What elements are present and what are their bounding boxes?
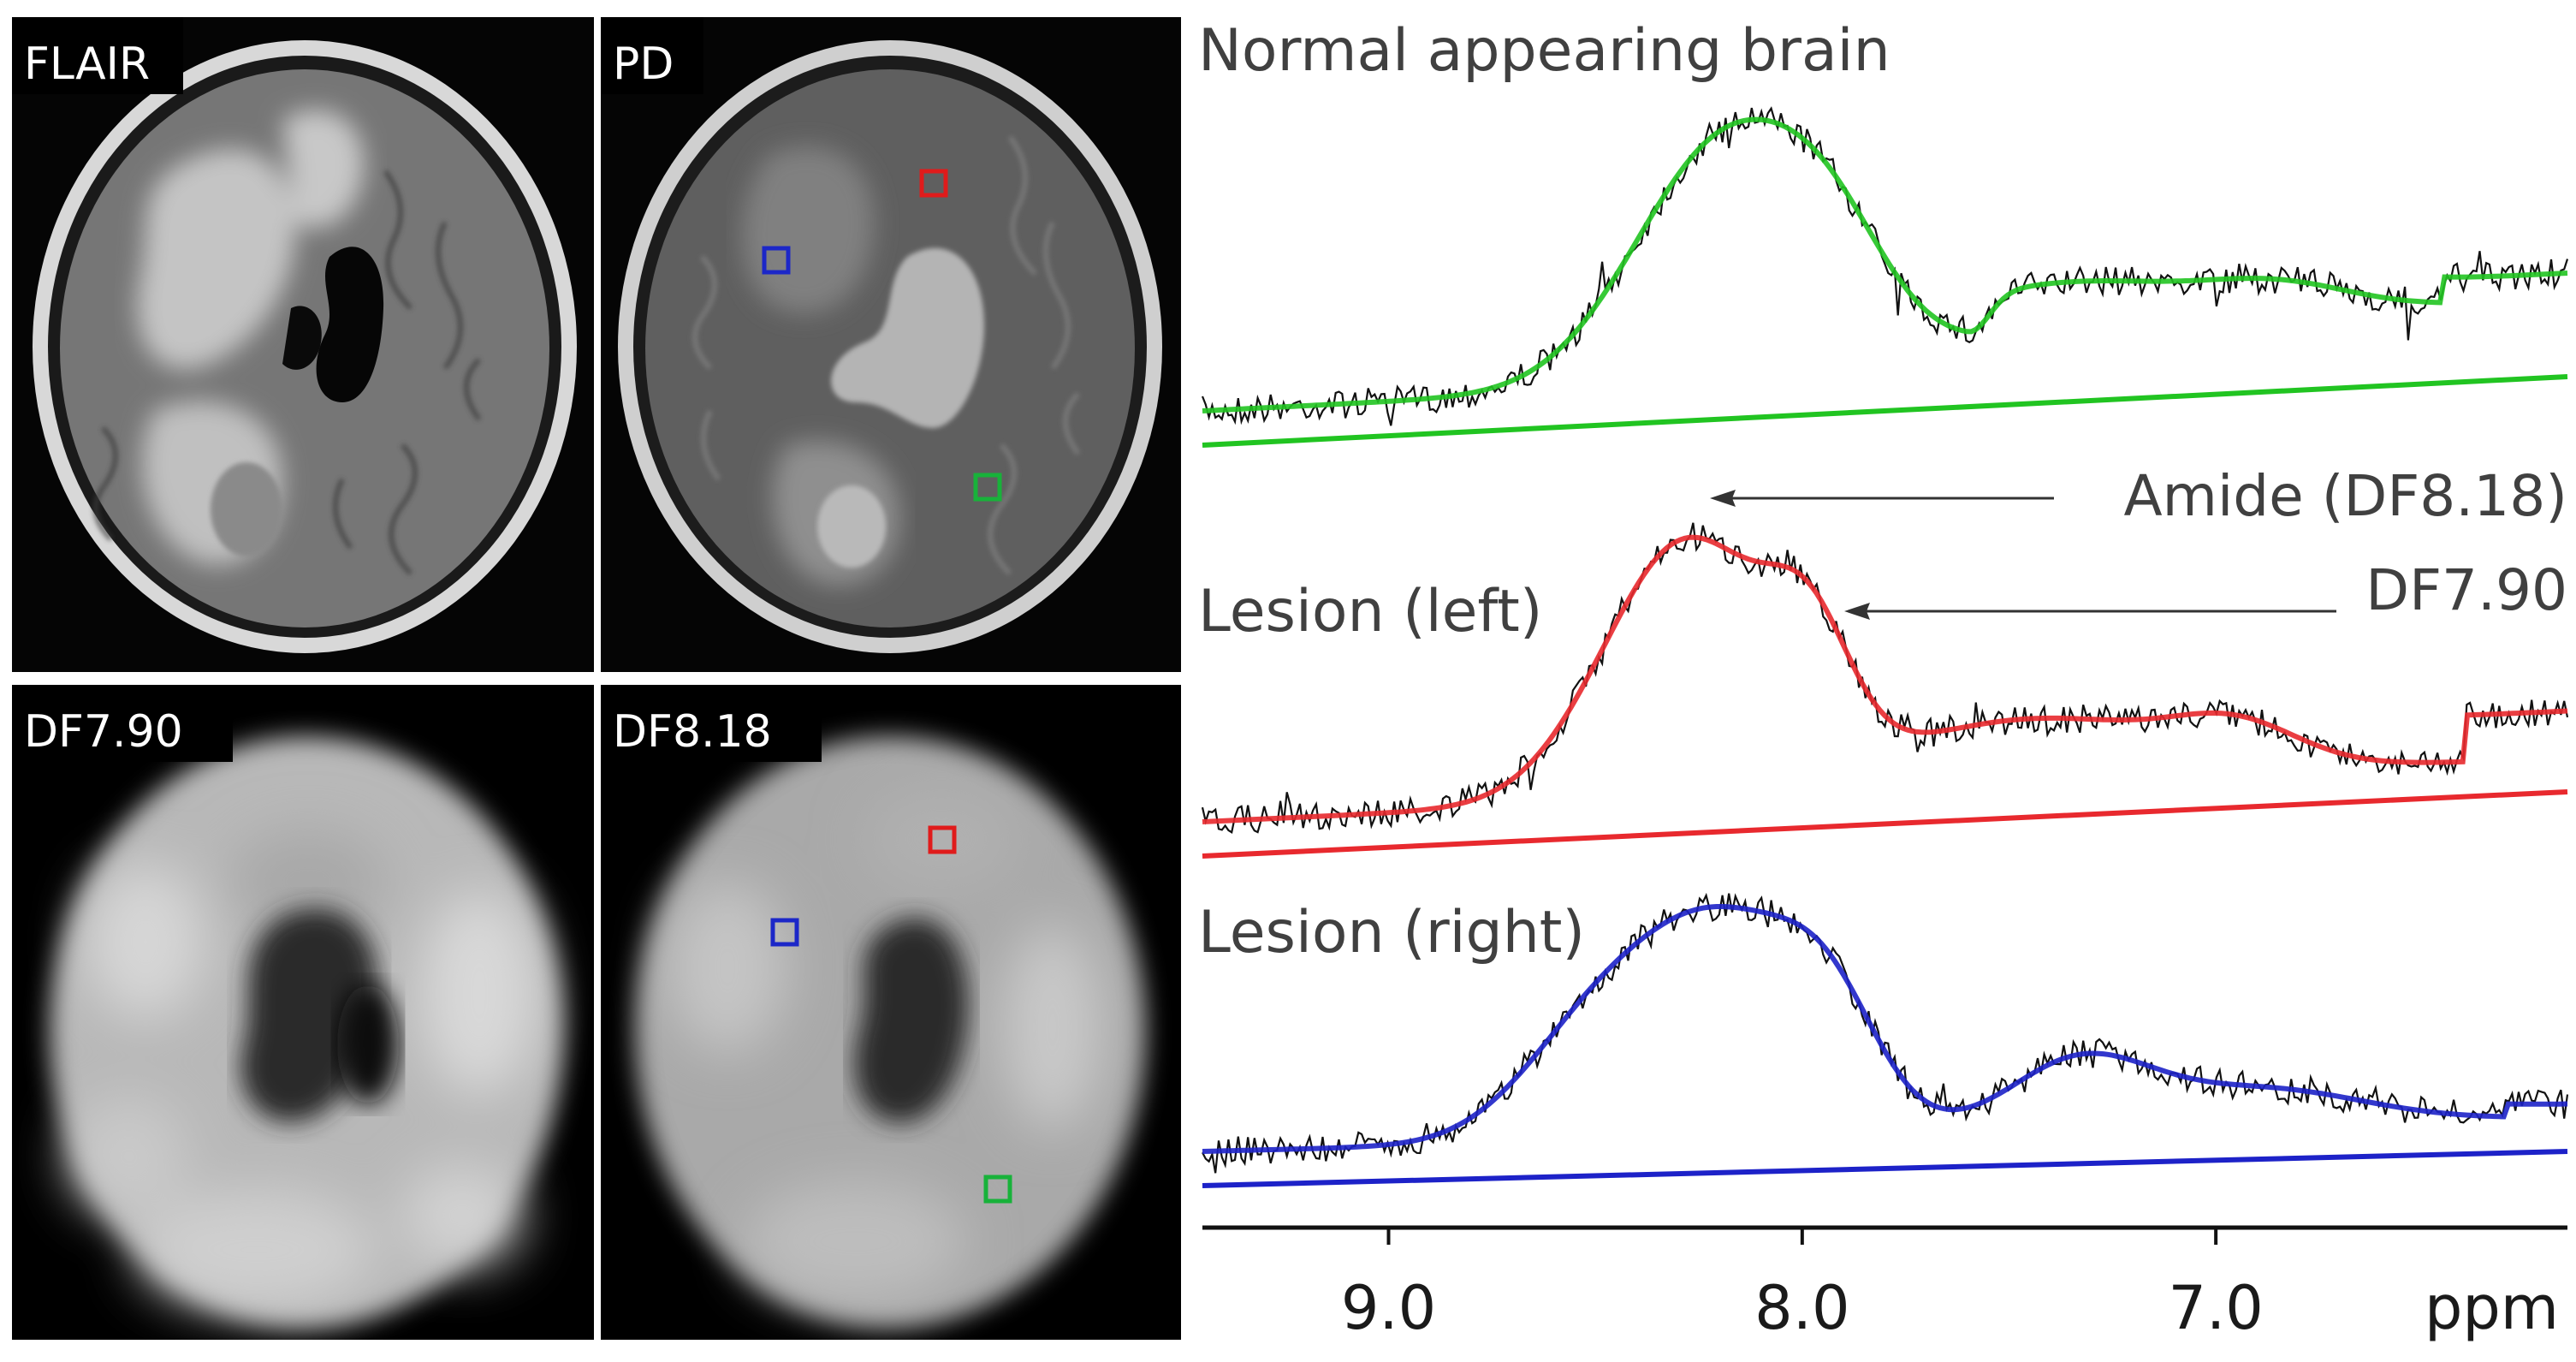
pd-roi-red — [919, 169, 948, 198]
spectrum-label-left: Lesion (left) — [1198, 578, 1542, 645]
pd-roi-blue — [762, 246, 791, 275]
df818-roi-blue — [770, 918, 799, 947]
df818-roi-red — [928, 825, 957, 854]
amide-annotation: Amide (DF8.18) — [2124, 463, 2568, 529]
flair-label-box — [12, 17, 183, 94]
pd-panel: PD — [601, 17, 1181, 672]
spectrum-label-right: Lesion (right) — [1198, 899, 1585, 966]
flair-ventricle — [316, 247, 384, 402]
df818-panel: DF8.18 — [601, 685, 1181, 1340]
spectrum-data-left — [1201, 522, 2569, 834]
df790-dark-core — [337, 984, 399, 1104]
spectrum-label-normal: Normal appearing brain — [1198, 17, 1890, 85]
spectrum-baseline-normal — [1202, 374, 2568, 448]
x-tick-label: 8.0 — [1754, 1273, 1849, 1343]
pd-lesion-ring — [817, 485, 886, 568]
pd-label: PD — [613, 39, 674, 90]
spectrum-baseline-right — [1202, 1149, 2568, 1188]
spectrum-curves — [1201, 106, 2569, 1188]
x-tick-label: 9.0 — [1341, 1273, 1436, 1343]
x-axis-ticks: 9.0 8.0 7.0 — [1341, 1228, 2264, 1343]
df818-label: DF8.18 — [613, 706, 772, 758]
df790-arrowhead — [1844, 603, 1870, 620]
flair-panel: FLAIR — [12, 17, 594, 672]
df818-label-box — [601, 685, 822, 762]
df790-annotation: DF7.90 — [2365, 557, 2567, 623]
amide-arrowhead — [1710, 490, 1736, 507]
flair-ventricle-left — [282, 306, 322, 370]
x-axis-unit: ppm — [2425, 1273, 2559, 1343]
df818-roi-green — [983, 1175, 1012, 1204]
df790-label: DF7.90 — [24, 706, 183, 758]
spectrum-fit-right — [1202, 904, 2568, 1154]
pd-ventricle — [831, 247, 984, 428]
panel-divider — [12, 672, 1181, 685]
pd-label-box — [601, 17, 703, 94]
spectrum-baseline-left — [1202, 789, 2568, 859]
df818-dark-region — [854, 918, 969, 1123]
df790-texture — [68, 830, 539, 1310]
spectrum-fit-left — [1202, 534, 2568, 824]
flair-sulci — [93, 170, 482, 576]
df790-label-box — [12, 685, 233, 762]
pd-roi-green — [973, 473, 1002, 502]
flair-label: FLAIR — [24, 39, 150, 90]
df818-texture — [668, 788, 1104, 1301]
spectrum-data-normal — [1201, 106, 2569, 426]
x-tick-label: 7.0 — [2169, 1273, 2264, 1343]
spectra-plot: Normal appearing brain Lesion (left) Les… — [1198, 17, 2569, 1343]
spectrum-fit-normal — [1202, 116, 2568, 413]
flair-lesion-core — [211, 462, 282, 556]
pd-sulci — [692, 135, 1081, 576]
df790-panel: DF7.90 — [12, 685, 594, 1340]
